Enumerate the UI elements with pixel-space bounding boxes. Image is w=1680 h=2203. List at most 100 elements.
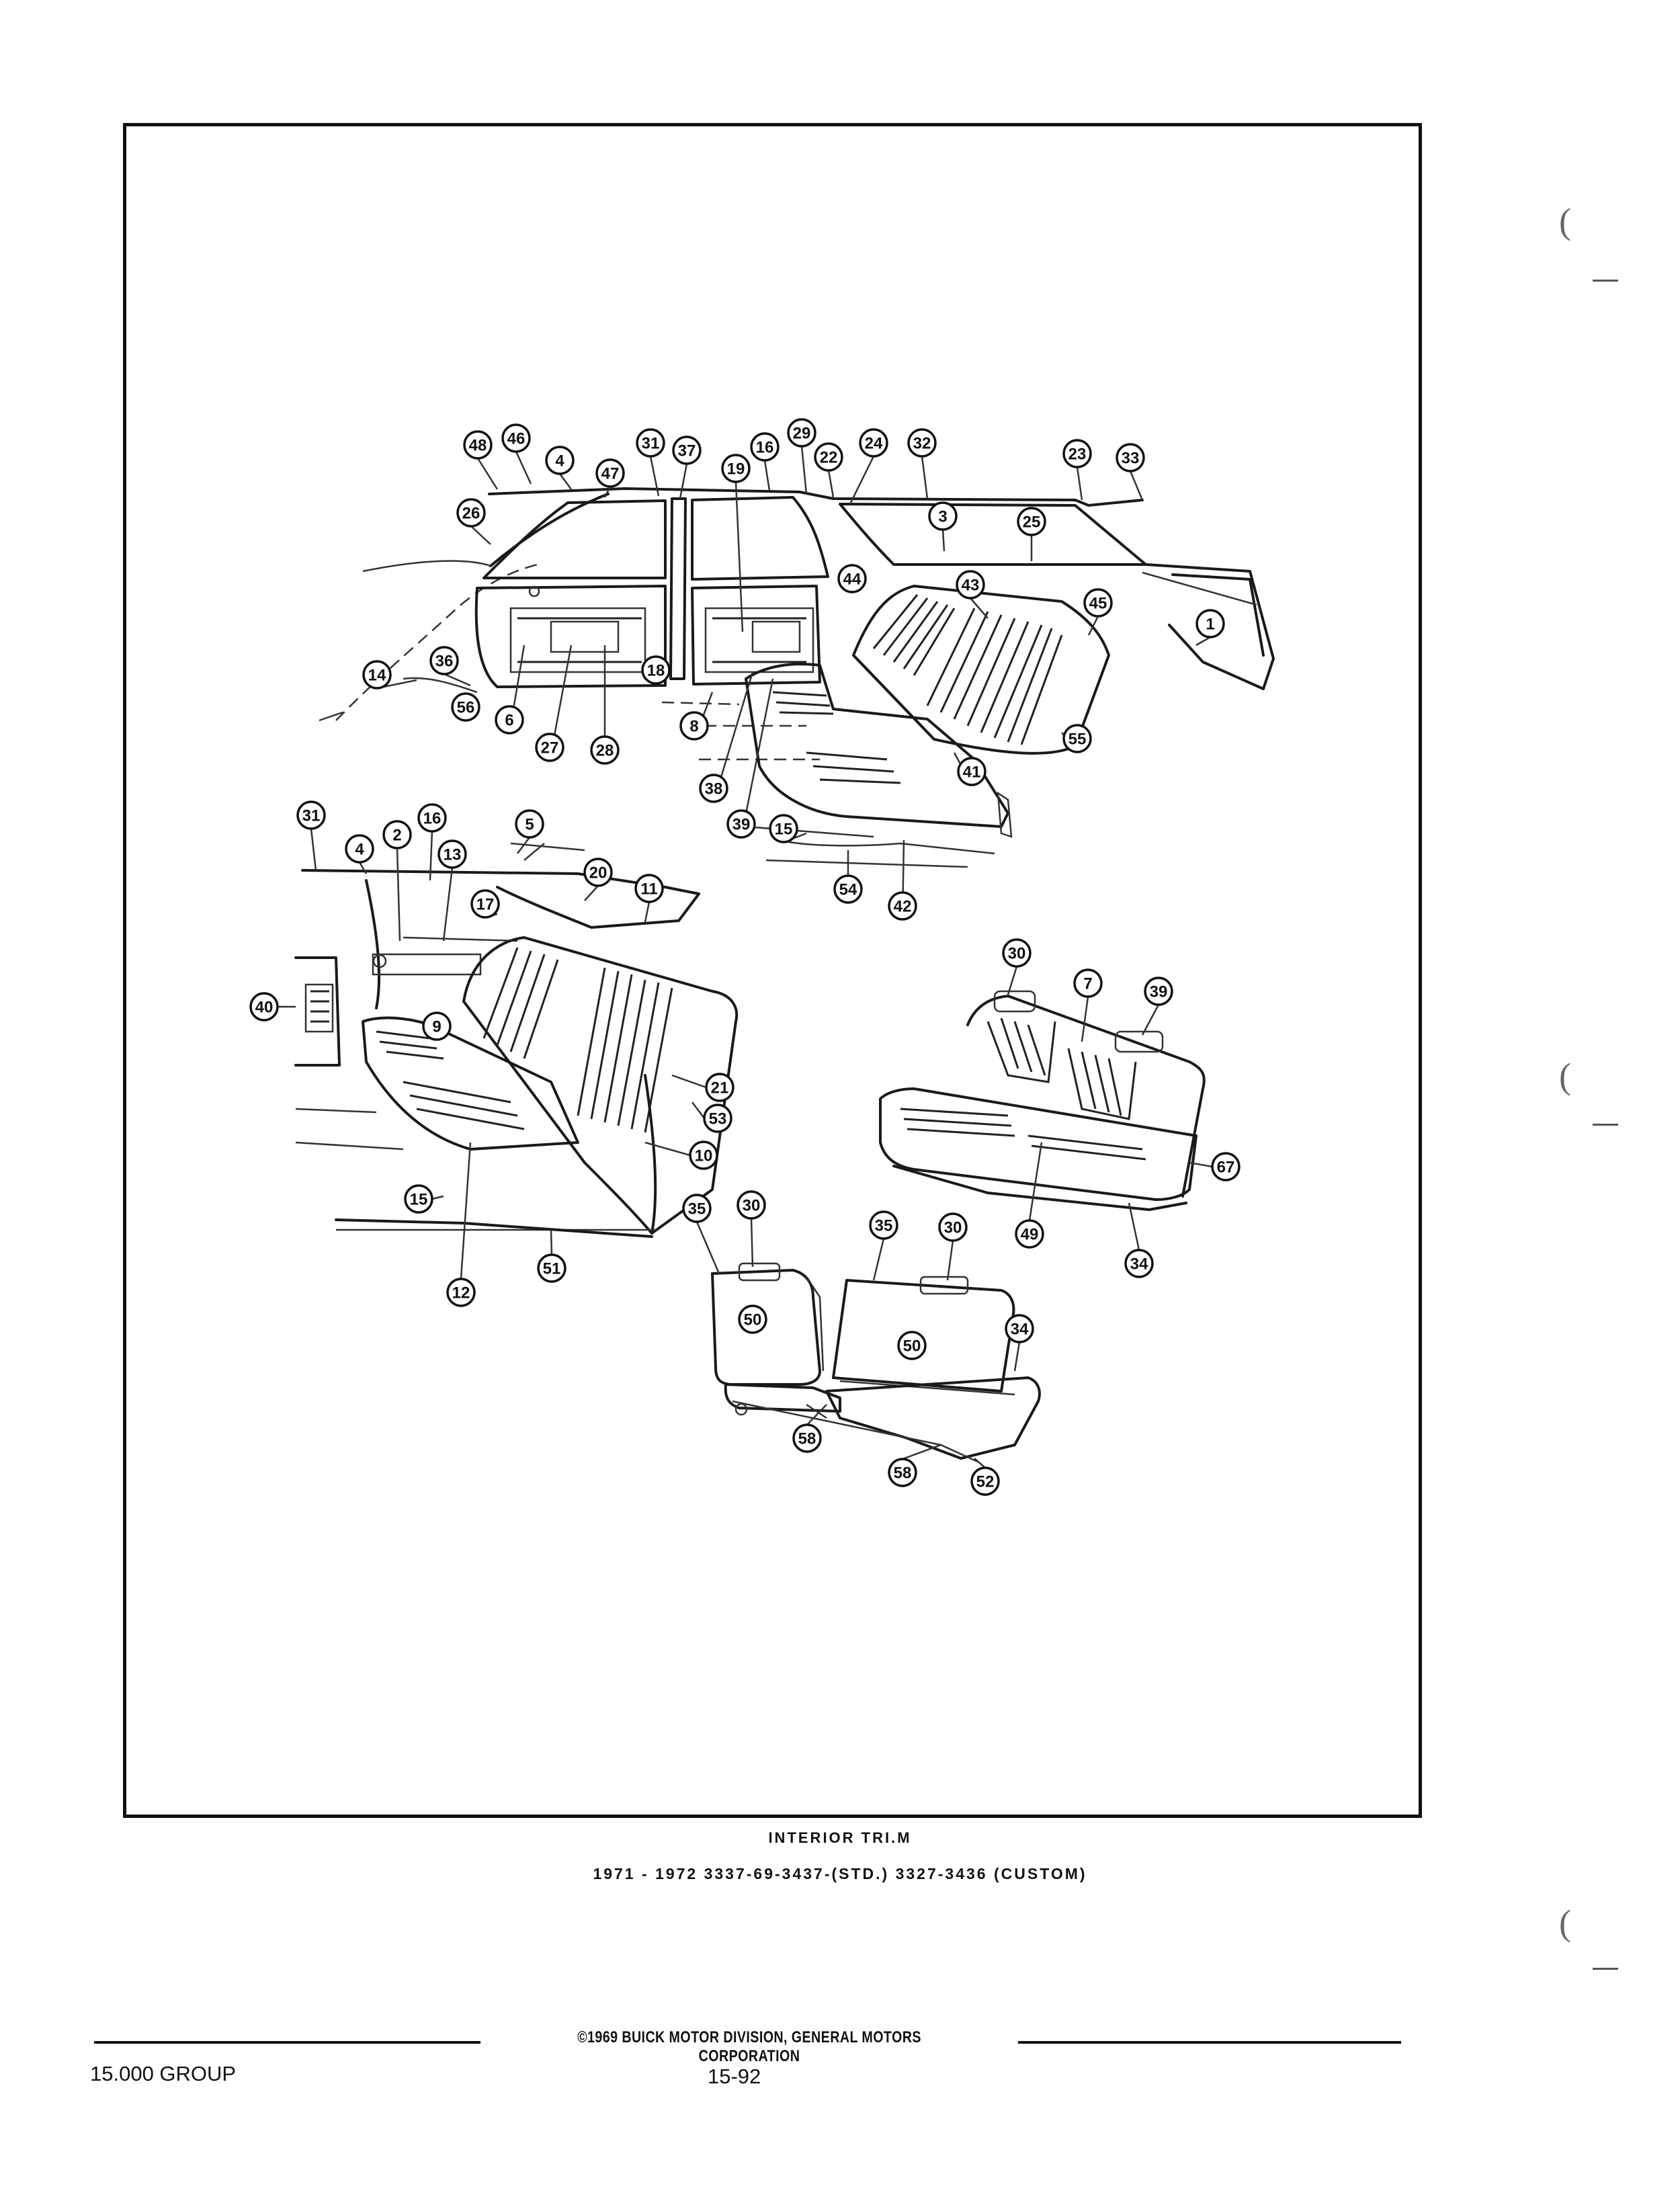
callout-number: 38 [705,780,723,798]
callout-circle [705,1073,734,1102]
callout-number: 16 [756,439,774,457]
callout-number: 52 [976,1473,995,1491]
part-callout-12: 12 [446,1278,476,1307]
callout-circle [446,1278,476,1307]
part-callout-31: 31 [296,800,326,830]
callout-number: 37 [678,442,696,460]
part-callout-1: 1 [1195,609,1225,638]
callout-number: 24 [865,435,883,453]
part-callout-7: 7 [1073,968,1103,998]
callout-number: 32 [913,435,931,453]
part-callout-10: 10 [689,1140,718,1170]
callout-number: 39 [732,816,751,834]
callout-circle [641,655,671,685]
callout-circle [957,757,986,786]
callout-circle [897,1331,927,1360]
margin-mark: ( [1559,1056,1571,1096]
callout-circle [1005,1314,1034,1343]
callout-number: 45 [1089,595,1107,613]
callout-number: 35 [875,1217,893,1235]
part-callout-30: 30 [938,1212,968,1242]
callout-circle [470,889,500,919]
part-callout-21: 21 [705,1073,734,1102]
callout-number: 50 [903,1337,921,1356]
part-callout-5: 5 [515,809,544,839]
callout-circle [738,1304,767,1334]
callout-number: 10 [695,1147,713,1165]
callout-number: 27 [541,739,559,757]
callout-number: 4 [555,452,564,470]
callout-circle [249,992,279,1022]
callout-circle [737,1190,766,1220]
bench-seat-view [879,990,1206,1211]
part-callout-67: 67 [1211,1152,1241,1181]
part-callout-44: 44 [837,564,867,593]
callout-number: 67 [1217,1159,1235,1177]
callout-number: 13 [444,846,462,864]
part-callout-56: 56 [451,692,480,722]
part-callout-35: 35 [682,1194,712,1223]
callout-circle [1211,1152,1241,1181]
callout-number: 12 [452,1284,470,1302]
callout-circle [595,458,625,488]
callout-circle [907,428,937,458]
callout-number: 41 [963,763,981,782]
callout-number: 11 [640,880,657,899]
callout-number: 2 [392,827,401,845]
copyright-notice: ©1969 BUICK MOTOR DIVISION, GENERAL MOTO… [577,2028,921,2065]
part-callout-32: 32 [907,428,937,458]
callout-circle [463,430,493,460]
callout-number: 22 [820,449,838,467]
illustration-frame [123,123,1422,1818]
group-label: 15.000 GROUP [90,2062,237,2085]
callout-number: 31 [302,807,321,825]
callout-circle [583,858,613,887]
callout-circle [545,446,575,475]
part-callout-41: 41 [957,757,986,786]
callout-number: 35 [688,1200,706,1218]
callout-circle [1073,968,1103,998]
part-callout-34: 34 [1005,1314,1034,1343]
rear-seat-back-pleats [872,594,1063,745]
callout-circle [682,1194,712,1223]
part-callout-15: 15 [404,1184,433,1214]
callout-circle [1083,588,1113,618]
callout-circle [535,733,564,762]
part-callout-25: 25 [1017,507,1046,536]
part-callout-46: 46 [501,423,531,453]
callout-number: 1 [1206,616,1214,634]
callout-number: 26 [462,505,480,523]
callout-number: 47 [601,465,620,483]
part-callout-40: 40 [249,992,279,1022]
callout-number: 14 [368,667,386,685]
callout-number: 44 [843,571,862,589]
callout-number: 34 [1011,1321,1029,1339]
callout-number: 23 [1068,446,1087,464]
callout-circle [590,735,620,765]
callout-circle [1116,443,1145,472]
callout-circle [501,423,531,453]
callout-circle [703,1104,732,1133]
callout-number: 36 [435,653,454,671]
wagon-side-view [319,487,1275,868]
caption-subtitle: 1971 - 1972 3337-69-3437-(STD.) 3327-343… [593,1865,1087,1882]
part-callout-39: 39 [1144,976,1173,1006]
callout-circle [296,800,326,830]
callout-circle [869,1210,898,1240]
callout-circle [672,435,702,465]
margin-dash [1593,1968,1618,1970]
callout-number: 34 [1130,1255,1148,1274]
callout-number: 33 [1122,450,1140,468]
part-callout-49: 49 [1015,1219,1044,1249]
callout-number: 19 [727,460,745,479]
callout-circle [345,834,374,864]
part-callout-27: 27 [535,733,564,762]
part-callout-45: 45 [1083,588,1113,618]
part-callout-34: 34 [1124,1249,1154,1278]
callout-number: 51 [543,1260,561,1278]
part-callout-42: 42 [888,891,917,921]
callout-circle [956,570,985,599]
front-seat-cutaway [294,842,739,1238]
